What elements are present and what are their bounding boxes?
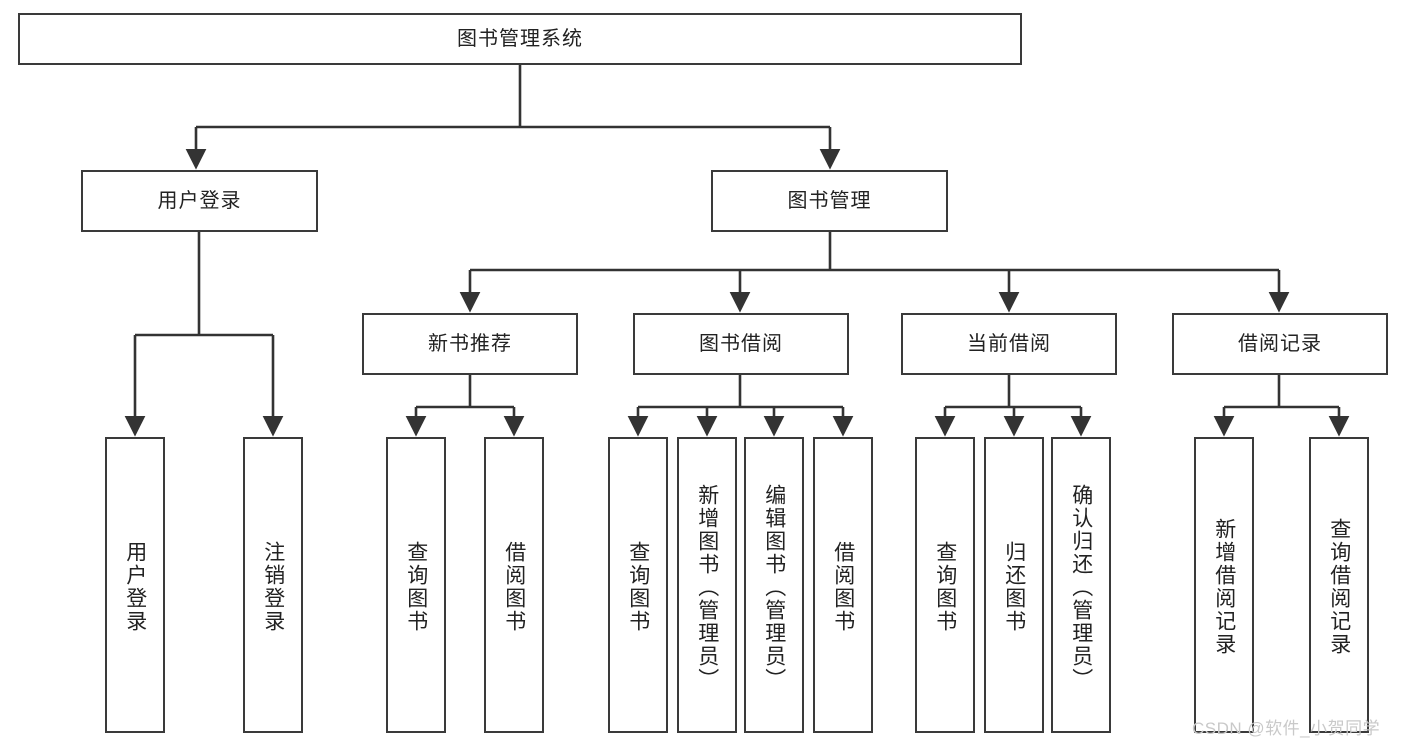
leaf-user-login[interactable]: 用户登录 <box>105 437 165 733</box>
leaf-logout[interactable]: 注销登录 <box>243 437 303 733</box>
leaf-borrow-book[interactable]: 借阅图书 <box>813 437 873 733</box>
node-current-borrow-label: 当前借阅 <box>967 332 1051 355</box>
node-book-manage-label: 图书管理 <box>787 189 872 212</box>
leaf-add-borrow-record[interactable]: 新增借阅记录 <box>1194 437 1254 733</box>
leaf-query-book-newbook[interactable]: 查询图书 <box>386 437 446 733</box>
leaf-query-book-newbook-label: 查询图书 <box>404 541 428 633</box>
node-new-book-recommend[interactable]: 新书推荐 <box>362 313 578 375</box>
leaf-edit-book-admin-label: 编辑图书（管理员） <box>762 483 786 691</box>
node-current-borrow[interactable]: 当前借阅 <box>901 313 1117 375</box>
node-root-label: 图书管理系统 <box>457 27 583 50</box>
node-new-book-recommend-label: 新书推荐 <box>428 332 512 355</box>
leaf-add-book-admin-label: 新增图书（管理员） <box>695 483 719 691</box>
leaf-query-book-borrow-label: 查询图书 <box>626 541 650 633</box>
leaf-edit-book-admin[interactable]: 编辑图书（管理员） <box>744 437 804 733</box>
node-borrow-record-label: 借阅记录 <box>1238 332 1322 355</box>
leaf-query-book-current-label: 查询图书 <box>933 541 957 633</box>
leaf-query-book-current[interactable]: 查询图书 <box>915 437 975 733</box>
leaf-logout-label: 注销登录 <box>261 541 285 633</box>
leaf-query-borrow-record[interactable]: 查询借阅记录 <box>1309 437 1369 733</box>
leaf-return-book[interactable]: 归还图书 <box>984 437 1044 733</box>
leaf-borrow-book-label: 借阅图书 <box>831 541 855 633</box>
leaf-query-borrow-record-label: 查询借阅记录 <box>1327 518 1351 656</box>
leaf-confirm-return-admin[interactable]: 确认归还（管理员） <box>1051 437 1111 733</box>
leaf-query-book-borrow[interactable]: 查询图书 <box>608 437 668 733</box>
leaf-borrow-book-newbook-label: 借阅图书 <box>502 541 526 633</box>
leaf-add-book-admin[interactable]: 新增图书（管理员） <box>677 437 737 733</box>
node-book-borrow-label: 图书借阅 <box>699 332 783 355</box>
leaf-return-book-label: 归还图书 <box>1002 541 1026 633</box>
leaf-add-borrow-record-label: 新增借阅记录 <box>1212 518 1236 656</box>
leaf-confirm-return-admin-label: 确认归还（管理员） <box>1069 483 1093 691</box>
csdn-watermark: CSDN @软件_小贺同学 <box>1192 719 1381 738</box>
leaf-borrow-book-newbook[interactable]: 借阅图书 <box>484 437 544 733</box>
node-user-login[interactable]: 用户登录 <box>81 170 318 232</box>
node-book-borrow[interactable]: 图书借阅 <box>633 313 849 375</box>
leaf-user-login-label: 用户登录 <box>123 541 147 633</box>
node-borrow-record[interactable]: 借阅记录 <box>1172 313 1388 375</box>
node-book-manage[interactable]: 图书管理 <box>711 170 948 232</box>
node-user-login-label: 用户登录 <box>157 189 242 212</box>
node-root[interactable]: 图书管理系统 <box>18 13 1022 65</box>
